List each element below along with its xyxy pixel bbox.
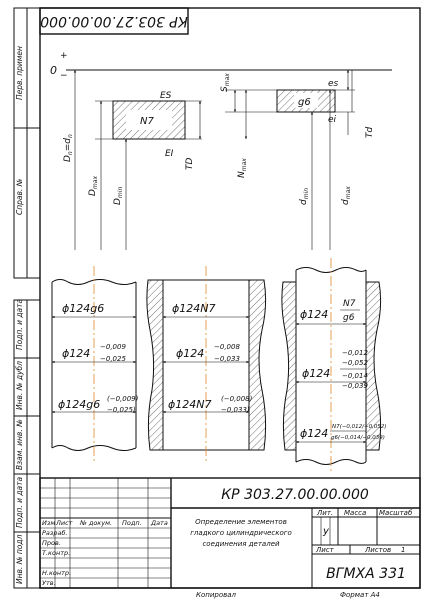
smax-label: Smax: [220, 73, 231, 92]
row-nkontr: Н.контр.: [42, 569, 71, 577]
shaft-dev-lower: −0,025: [100, 355, 126, 363]
kopiroval-label: Копировал: [196, 591, 237, 599]
shaft-mixed-upper: (−0,009): [107, 395, 139, 403]
td-label: TD: [185, 158, 195, 170]
lit-label: Лит.: [316, 509, 333, 517]
row-tkontr: Т.контр.: [42, 549, 70, 557]
title-block: КР 303.27.00.00.000 Определение элементо…: [39, 477, 421, 589]
col-ndokum: № докум.: [79, 519, 112, 527]
ei-shaft-label: ei: [328, 115, 337, 125]
row-prov: Пров.: [42, 539, 61, 547]
assembly-mixed-den: g6(−0,014/−0,039): [331, 435, 385, 441]
hole-mixed-upper: (−0,008): [221, 395, 253, 403]
sheets-label: Листов: [364, 546, 391, 554]
assembly-dev-n-upper: −0,012: [342, 349, 368, 357]
hole-dev-lower: −0,033: [214, 355, 240, 363]
side-labels: Перв. примен Справ. № Подп. и дата Инв. …: [15, 46, 24, 584]
title-line-1: Определение элементов: [195, 518, 287, 526]
hole-view: ϕ124N7 ϕ124 −0,008 −0,033 ϕ124N7 (−0,008…: [146, 266, 267, 464]
shaft-view: ϕ124g6 ϕ124 −0,009 −0,025 ϕ124g6 (−0,009…: [51, 266, 139, 464]
row-utv: Утв.: [42, 579, 56, 587]
assembly-mixed-num: N7(−0,012/−0,052): [332, 424, 386, 430]
hole-fit-label: ϕ124N7: [172, 302, 215, 315]
col-izm: Изм: [42, 519, 55, 527]
org-name: ВГМХА 331: [326, 566, 406, 582]
format-label: Формат А4: [340, 591, 380, 599]
tolerance-scheme: 0 + − N7 ES EI TD g6 es ei Td Smax Nmax: [50, 51, 392, 250]
shaft-mixed-lower: −0,025): [107, 406, 136, 414]
dmax-shaft-label: dmax: [341, 186, 352, 205]
hole-zone-label: N7: [140, 116, 154, 127]
shaft-deviation-label: ϕ124: [62, 347, 90, 360]
dmin-shaft-label: dmin: [299, 188, 310, 205]
shaft-fit-label: ϕ124g6: [62, 302, 104, 315]
dmin-hole-label: Dmin: [113, 187, 124, 205]
side-label-vzam-inv: Взам. инв. №: [15, 419, 24, 470]
sheet-label: Лист: [315, 546, 335, 554]
dmax-hole-label: Dmax: [88, 176, 99, 196]
assembly-dev-n-lower: −0,052: [342, 359, 368, 367]
title-line-2: гладкого цилиндрического: [190, 529, 292, 537]
es-upper-hole-label: ES: [160, 91, 172, 101]
masshtab-label: Масштаб: [379, 509, 413, 517]
col-data: Дата: [150, 519, 168, 527]
assembly-fit-den: g6: [343, 313, 355, 323]
td-shaft-label: Td: [365, 127, 375, 138]
assembly-dev-g-upper: −0,014: [342, 372, 368, 380]
assembly-view: ϕ124 N7 g6 ϕ124 −0,012 −0,052 −0,014 −0,…: [281, 258, 386, 474]
plus-sign: +: [60, 51, 68, 61]
ei-lower-hole-label: EI: [165, 149, 174, 159]
assembly-dev-g-lower: −0,039: [342, 382, 368, 390]
dn-label: Dn=dn: [63, 134, 74, 162]
col-list: Лист: [55, 519, 73, 527]
row-razrab: Разраб.: [42, 529, 68, 537]
assembly-fit-label: ϕ124: [300, 308, 328, 321]
minus-sign: −: [60, 71, 68, 81]
shaft-mixed-label: ϕ124g6: [58, 398, 100, 411]
doc-number: КР 303.27.00.00.000: [221, 487, 369, 503]
hole-mixed-lower: −0,033): [221, 406, 250, 414]
side-label-inv-podl: Инв. № подл: [15, 534, 24, 584]
col-podp: Подп.: [122, 519, 142, 527]
hole-deviation-label: ϕ124: [176, 347, 204, 360]
sheets-value: 1: [401, 546, 405, 554]
title-line-3: соединения деталей: [202, 540, 280, 548]
assembly-deviation-label: ϕ124: [302, 367, 330, 380]
side-label-inv-dubl: Инв. № дубл: [15, 361, 24, 410]
assembly-mixed-label: ϕ124: [300, 427, 328, 440]
side-label-podp-data: Подп. и дата: [15, 299, 24, 350]
es-shaft-label: es: [328, 79, 339, 89]
massa-label: Масса: [344, 509, 366, 517]
assembly-fit-num: N7: [343, 299, 356, 309]
top-stamp: КР 303.27.00.00.000: [40, 13, 188, 29]
nmax-label: Nmax: [237, 158, 248, 178]
shaft-zone-label: g6: [298, 97, 311, 108]
hole-dev-upper: −0,008: [214, 343, 240, 351]
zero-label: 0: [50, 64, 57, 77]
side-label-perv-primen: Перв. примен: [15, 46, 24, 100]
hole-mixed-label: ϕ124N7: [168, 398, 211, 411]
side-label-podp-data-2: Подп. и дата: [15, 477, 24, 528]
lit-value: у: [322, 526, 330, 537]
shaft-dev-upper: −0,009: [100, 343, 126, 351]
side-label-sprav-no: Справ. №: [15, 178, 24, 215]
